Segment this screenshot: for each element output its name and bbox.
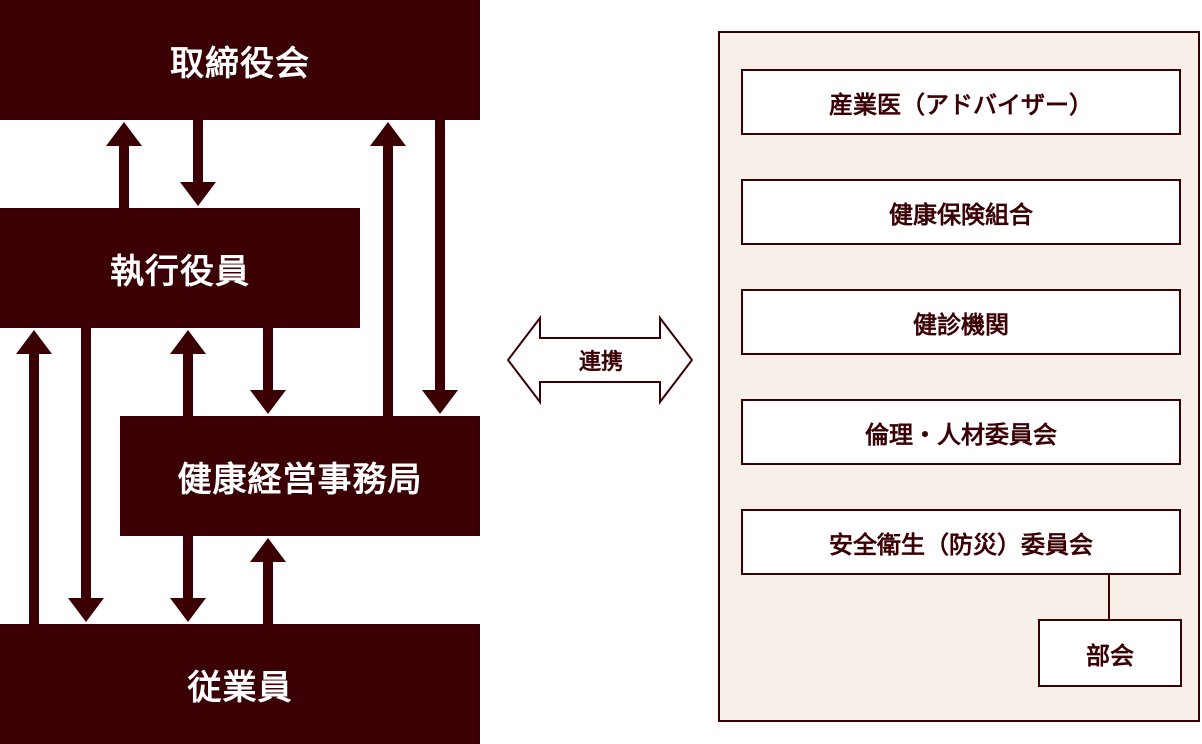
employees-label: 従業員 — [187, 667, 293, 708]
org-box-ethics-hr-committee: 倫理・人材委員会 — [741, 399, 1181, 465]
arrow-exec-to-office — [250, 328, 286, 414]
arrow-office-to-employees — [170, 536, 206, 622]
org-box-safety-health-committee: 安全衛生（防災）委員会 — [741, 509, 1181, 575]
health-management-office-box: 健康経営事務局 — [120, 416, 480, 536]
board-of-directors-box: 取締役会 — [0, 0, 480, 120]
arrow-exec-to-employees — [68, 328, 104, 622]
org-label: 安全衛生（防災）委員会 — [829, 530, 1093, 559]
arrow-office-to-board — [370, 122, 406, 416]
office-label: 健康経営事務局 — [177, 459, 423, 500]
arrow-board-to-exec — [180, 120, 216, 206]
arrow-employees-to-exec — [16, 330, 52, 624]
board-label: 取締役会 — [170, 43, 310, 84]
executive-officers-box: 執行役員 — [0, 208, 360, 328]
arrow-board-to-office — [422, 120, 458, 414]
org-label: 健診機関 — [913, 310, 1009, 339]
org-label: 倫理・人材委員会 — [865, 420, 1057, 449]
org-box-checkup-institution: 健診機関 — [741, 289, 1181, 355]
subcommittee-box: 部会 — [1038, 619, 1182, 687]
org-box-occupational-physician: 産業医（アドバイザー） — [741, 69, 1181, 135]
subcommittee-connector-line — [1108, 575, 1110, 619]
arrow-exec-to-board — [106, 122, 142, 208]
partner-organizations-panel: 産業医（アドバイザー） 健康保険組合 健診機関 倫理・人材委員会 安全衛生（防災… — [718, 31, 1200, 722]
arrow-office-to-exec — [170, 330, 206, 416]
org-label: 産業医（アドバイザー） — [829, 90, 1093, 119]
executives-label: 執行役員 — [110, 251, 250, 292]
org-label: 健康保険組合 — [889, 200, 1033, 229]
subcommittee-label: 部会 — [1086, 641, 1134, 670]
employees-box: 従業員 — [0, 624, 480, 744]
arrow-employees-to-office — [250, 538, 286, 624]
link-double-arrow — [506, 315, 694, 405]
link-label: 連携 — [578, 350, 623, 375]
org-box-health-insurance: 健康保険組合 — [741, 179, 1181, 245]
